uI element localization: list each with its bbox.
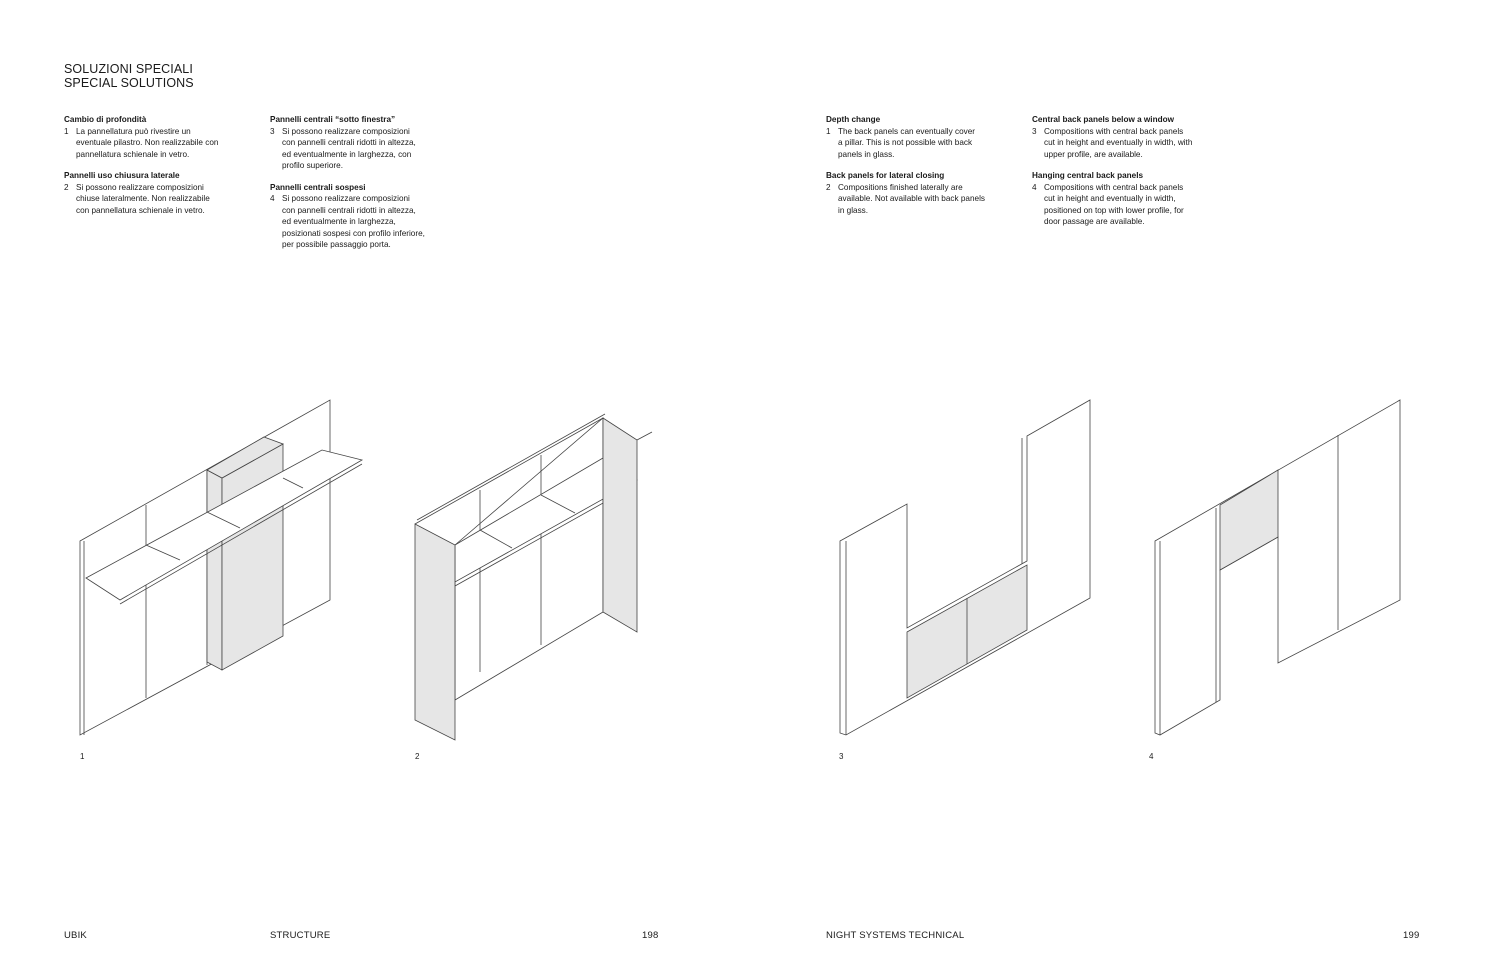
item-text: The back panels can eventually cover a pi… (838, 126, 975, 161)
item-number: 4 (270, 194, 275, 203)
text-block: Depth change 1 The back panels can eventua… (826, 114, 1016, 160)
text-col: Pannelli centrali “sotto finestra” 3 Si po… (270, 114, 460, 261)
numbered-item: 3 Si possono realizzare composizioni con p… (270, 126, 460, 172)
text-line: a pillar. This is not possible with back (838, 138, 973, 147)
block-heading: Back panels for lateral closing (826, 171, 945, 180)
figure-label: 3 (839, 752, 844, 761)
item-number: 2 (826, 182, 831, 192)
text-line: Si possono realizzare composizioni (282, 126, 410, 136)
text-line: panels in glass. (838, 149, 895, 159)
text-line: The back panels can eventually cover (838, 126, 975, 136)
page-number-left: 198 (642, 930, 659, 941)
text-block: Central back panels below a window 3 Compo… (1032, 114, 1232, 160)
text-line: chiuse lateralmente. Non realizzabile (76, 194, 210, 203)
figure-label: 4 (1149, 752, 1154, 761)
item-text: Compositions with central back panels cut… (1044, 182, 1184, 228)
text-line: con pannellatura schienale in vetro. (76, 205, 205, 215)
numbered-item: 2 Si possono realizzare composizioni chius… (64, 182, 254, 217)
drawing-depth-change (79, 399, 364, 736)
drawing-lateral-closing (414, 413, 653, 741)
text-line: con pannelli centrali ridotti in altezza… (282, 138, 416, 147)
text-block: Pannelli uso chiusura laterale 2 Si posson… (64, 170, 254, 216)
page-number-right: 199 (1403, 930, 1420, 941)
text-col: Depth change 1 The back panels can eventua… (826, 114, 1016, 226)
title-english: SPECIAL SOLUTIONS (64, 76, 194, 90)
text-block: Pannelli centrali sospesi 4 Si possono rea… (270, 182, 460, 251)
item-text: Si possono realizzare composizioni con pa… (282, 126, 416, 172)
block-heading: Pannelli centrali sospesi (270, 182, 366, 192)
title-italian: SOLUZIONI SPECIALI (64, 62, 193, 76)
text-line: per possibile passaggio porta. (282, 240, 391, 249)
text-col: Cambio di profondità 1 La pannellatura può… (64, 114, 254, 226)
text-line: door passage are available. (1044, 217, 1145, 226)
numbered-item: 1 La pannellatura può rivestire un eventua… (64, 126, 254, 161)
item-number: 3 (270, 126, 275, 136)
text-line: cut in height and eventually in width, w… (1044, 138, 1193, 147)
text-line: Compositions finished laterally are (838, 182, 963, 192)
item-number: 4 (1032, 182, 1037, 192)
figure-label: 1 (80, 752, 85, 761)
text-line: posizionati sospesi con profilo inferior… (282, 228, 425, 238)
text-block: Pannelli centrali “sotto finestra” 3 Si po… (270, 114, 460, 172)
footer-category: NIGHT SYSTEMS TECHNICAL (826, 930, 965, 941)
drawing-below-window (839, 399, 1091, 736)
block-heading: Depth change (826, 115, 881, 124)
text-line: cut in height and eventually in width, (1044, 194, 1176, 203)
item-text: Compositions with central back panels cut… (1044, 126, 1192, 161)
item-number: 1 (64, 126, 69, 136)
block-heading: Hanging central back panels (1032, 171, 1144, 180)
footer-section: STRUCTURE (270, 930, 331, 941)
item-number: 2 (64, 182, 69, 192)
text-line: Compositions with central back panels (1044, 182, 1184, 192)
text-line: Si possono realizzare composizioni (282, 194, 410, 203)
block-heading: Pannelli uso chiusura laterale (64, 171, 180, 180)
numbered-item: 1 The back panels can eventually cover a p… (826, 126, 1016, 161)
text-line: upper profile, are available. (1044, 149, 1143, 159)
text-line: ed eventualmente in larghezza, (282, 217, 396, 226)
item-text: Si possono realizzare composizioni con pa… (282, 193, 425, 251)
numbered-item: 4 Si possono realizzare composizioni con p… (270, 193, 460, 251)
footer-brand: UBIK (64, 930, 87, 941)
text-line: profilo superiore. (282, 161, 343, 170)
page-title: SOLUZIONI SPECIALI SPECIAL SOLUTIONS (64, 62, 194, 90)
text-block: Back panels for lateral closing 2 Composit… (826, 170, 1016, 216)
item-number: 3 (1032, 126, 1037, 136)
text-line: eventuale pilastro. Non realizzabile con (76, 138, 219, 147)
numbered-item: 4 Compositions with central back panels cu… (1032, 182, 1232, 228)
block-heading: Pannelli centrali “sotto finestra” (270, 115, 396, 124)
text-line: in glass. (838, 205, 869, 215)
text-line: Compositions with central back panels (1044, 126, 1184, 136)
numbered-item: 2 Compositions finished laterally are avai… (826, 182, 1016, 217)
block-heading: Cambio di profondità (64, 115, 147, 124)
drawing-hanging-panels (1154, 399, 1401, 736)
item-text: La pannellatura può rivestire un eventual… (76, 126, 218, 161)
text-line: positioned on top with lower profile, fo… (1044, 205, 1184, 215)
text-line: La pannellatura può rivestire un (76, 126, 191, 136)
item-text: Compositions finished laterally are avail… (838, 182, 985, 217)
text-line: pannellatura schienale in vetro. (76, 149, 190, 159)
text-line: Si possono realizzare composizioni (76, 182, 204, 192)
text-block: Hanging central back panels 4 Compositions… (1032, 170, 1232, 228)
text-line: con pannelli centrali ridotti in altezza… (282, 205, 416, 215)
numbered-item: 3 Compositions with central back panels cu… (1032, 126, 1232, 161)
item-text: Si possono realizzare composizioni chiuse… (76, 182, 210, 217)
block-heading: Central back panels below a window (1032, 115, 1174, 124)
text-block: Cambio di profondità 1 La pannellatura può… (64, 114, 254, 160)
item-number: 1 (826, 126, 831, 136)
text-line: available. Not available with back panel… (838, 194, 986, 203)
text-line: ed eventualmente in larghezza, con (282, 149, 412, 159)
figure-label: 2 (415, 752, 420, 761)
